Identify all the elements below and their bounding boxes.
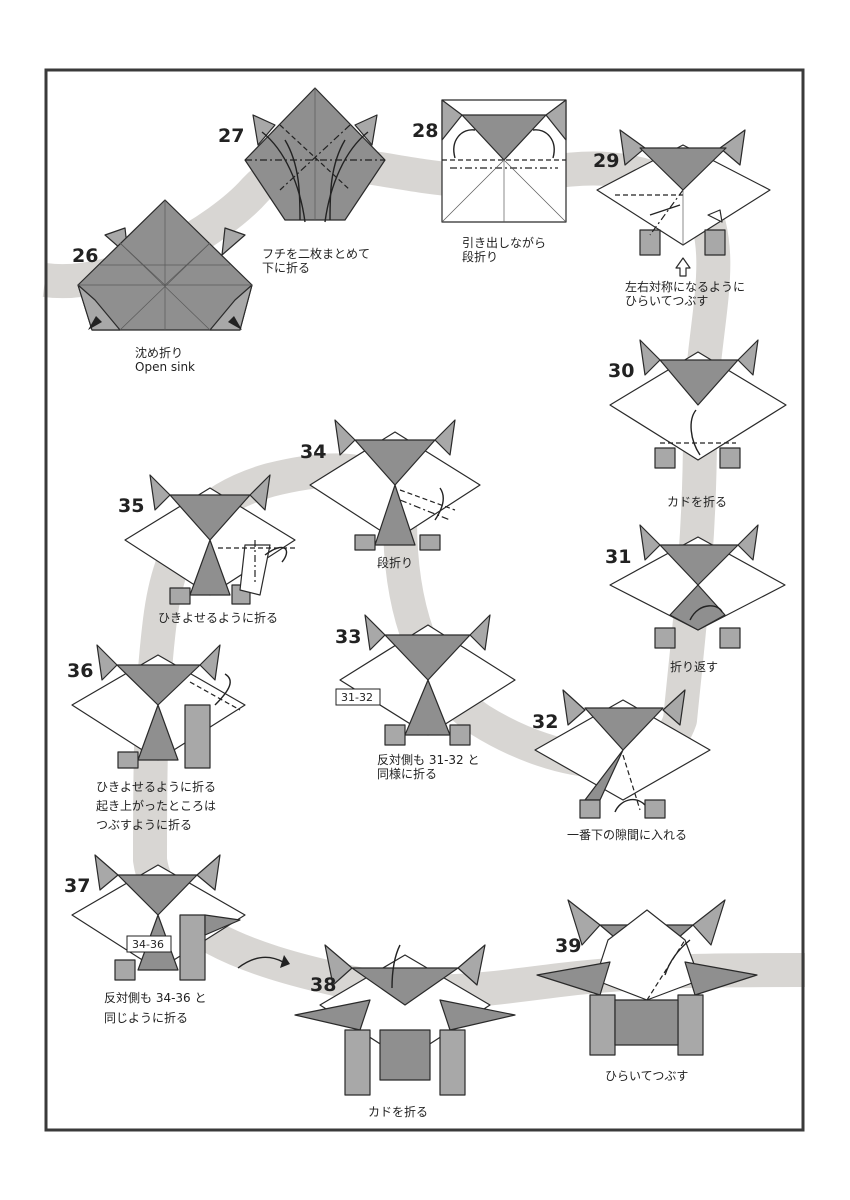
step-39-caption-line1: ひらいてつぶす xyxy=(605,1069,688,1083)
step-37-figure xyxy=(71,854,290,981)
step-33-number: 33 xyxy=(335,626,361,648)
step-35-caption-line1: ひきよせるように折る xyxy=(158,610,278,625)
step-28-number: 28 xyxy=(412,120,438,142)
step-29-caption-line2: ひらいてつぶす xyxy=(625,294,708,308)
step-30-number: 30 xyxy=(608,360,634,382)
step-32-caption-line1: 一番下の隙間に入れる xyxy=(567,828,687,842)
step-32-figure xyxy=(534,689,711,819)
step-34-caption-line1: 段折り xyxy=(377,555,413,570)
step-26-caption-line1: 沈め折り xyxy=(135,345,183,360)
step-37-number: 37 xyxy=(64,875,90,897)
step-33-caption-line2: 同様に折る xyxy=(377,766,437,781)
step-36-figure xyxy=(71,644,246,769)
step-29-number: 29 xyxy=(593,150,619,172)
step-36-caption-line1: ひきよせるように折る xyxy=(96,779,216,794)
step-31-caption-line1: 折り返す xyxy=(670,659,718,674)
step-34-figure xyxy=(309,419,481,551)
step-35-number: 35 xyxy=(118,495,144,517)
step-27-caption-line2: 下に折る xyxy=(262,260,310,275)
step-33-ref-box xyxy=(335,688,381,706)
step-38-number: 38 xyxy=(310,974,336,996)
step-27-number: 27 xyxy=(218,125,244,147)
page-frame xyxy=(44,68,805,1132)
step-28-figure xyxy=(441,99,567,223)
step-28-caption-line2: 段折り xyxy=(462,249,498,264)
step-30-caption-line1: カドを折る xyxy=(667,494,727,509)
step-33-ref-label: 31-32 xyxy=(341,691,373,704)
step-26-caption-line2: Open sink xyxy=(135,360,195,374)
step-33-caption-line1: 反対側も 31-32 と xyxy=(377,753,480,767)
step-28-caption-line1: 引き出しながら xyxy=(462,235,546,250)
step-31-number: 31 xyxy=(605,546,631,568)
step-26-number: 26 xyxy=(72,245,98,267)
step-39-figure xyxy=(536,899,758,1056)
step-33-figure xyxy=(339,614,516,746)
step-31-figure xyxy=(609,524,786,649)
step-29-figure xyxy=(596,129,771,277)
step-32-number: 32 xyxy=(532,711,558,733)
step-38-figure xyxy=(294,944,516,1096)
step-30-figure xyxy=(609,339,787,469)
step-27-figure xyxy=(244,87,386,223)
step-26-figure xyxy=(77,199,253,331)
step-29-caption-line1: 左右対称になるように xyxy=(625,279,745,294)
step-36-number: 36 xyxy=(67,660,93,682)
step-37-caption-line2: 同じように折る xyxy=(104,1010,188,1025)
step-35-figure xyxy=(124,474,296,605)
step-27-caption-line1: フチを二枚まとめて xyxy=(262,246,370,261)
step-39-number: 39 xyxy=(555,935,581,957)
step-37-ref-box xyxy=(126,935,172,953)
step-36-caption-line2: 起き上がったところは xyxy=(96,798,216,813)
step-38-caption-line1: カドを折る xyxy=(368,1104,428,1119)
step-37-ref-label: 34-36 xyxy=(132,938,164,951)
step-34-number: 34 xyxy=(300,441,326,463)
step-37-caption-line1: 反対側も 34-36 と xyxy=(104,991,207,1005)
step-36-caption-line3: つぶすように折る xyxy=(96,817,192,832)
